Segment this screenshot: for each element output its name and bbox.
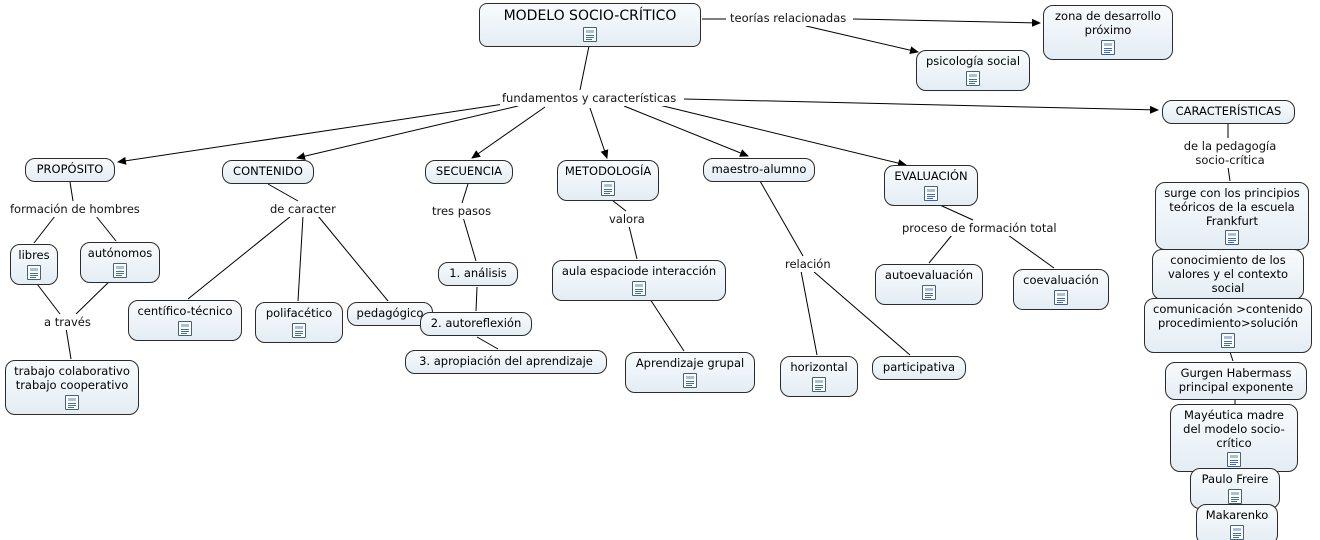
node-label: pedagógico xyxy=(356,306,424,320)
node-escuela-frankfurt[interactable]: surge con los principios teóricos de la … xyxy=(1155,182,1309,251)
resource-icon[interactable] xyxy=(1227,452,1241,468)
resource-icon[interactable] xyxy=(922,284,936,300)
node-aprendizaje-grupal[interactable]: Aprendizaje grupal xyxy=(625,352,755,393)
link-phrase-formacion-de-hombres[interactable]: formación de hombres xyxy=(8,202,142,217)
resource-icon[interactable] xyxy=(1225,230,1239,246)
node-label: centífico-técnico xyxy=(137,304,233,318)
node-proposito[interactable]: PROPÓSITO xyxy=(25,158,115,182)
node-libres[interactable]: libres xyxy=(10,244,58,285)
node-gurgen-habermass[interactable]: Gurgen Habermass principal exponente xyxy=(1165,362,1307,400)
resource-icon[interactable] xyxy=(65,394,79,410)
node-label: conocimiento de los valores y el context… xyxy=(1167,253,1289,295)
resource-icon[interactable] xyxy=(601,180,615,196)
link-phrase-valora[interactable]: valora xyxy=(607,212,647,227)
link-phrase-fundamentos-caracteristicas[interactable]: fundamentos y características xyxy=(500,91,679,106)
node-label: CARACTERÍSTICAS xyxy=(1175,104,1282,118)
node-label: SECUENCIA xyxy=(435,164,503,178)
node-label: PROPÓSITO xyxy=(36,162,104,176)
node-modelo-socio-critico[interactable]: MODELO SOCIO-CRÍTICO xyxy=(479,3,701,47)
node-horizontal[interactable]: horizontal xyxy=(780,356,858,397)
node-label: METODOLOGÍA xyxy=(564,164,652,178)
node-label: maestro-alumno xyxy=(711,162,807,176)
node-label: aula espaciode interacción xyxy=(561,264,717,278)
link-phrase-proceso-formacion-total[interactable]: proceso de formación total xyxy=(900,221,1059,236)
node-participativa[interactable]: participativa xyxy=(872,356,966,380)
node-label: libres xyxy=(18,248,50,262)
node-label: 3. apropiación del aprendizaje xyxy=(419,354,593,368)
node-label: CONTENIDO xyxy=(233,164,303,178)
node-label: surge con los principios teóricos de la … xyxy=(1164,186,1300,228)
node-label: zona de desarrollo próximo xyxy=(1055,9,1161,37)
resource-icon[interactable] xyxy=(178,320,192,336)
resource-icon[interactable] xyxy=(583,26,597,42)
link-phrase-de-la-pedagogia[interactable]: de la pedagogía socio-crítica xyxy=(1168,139,1292,168)
node-label: Paulo Freire xyxy=(1201,472,1269,486)
node-label: trabajo colaborativo trabajo cooperativo xyxy=(14,364,130,392)
resource-icon[interactable] xyxy=(1221,332,1235,348)
node-secuencia[interactable]: SECUENCIA xyxy=(425,160,513,184)
node-zona-desarrollo-proximo[interactable]: zona de desarrollo próximo xyxy=(1043,5,1173,60)
node-metodologia[interactable]: METODOLOGÍA xyxy=(557,160,659,201)
node-autonomos[interactable]: autónomos xyxy=(80,242,160,283)
node-trabajo-colaborativo[interactable]: trabajo colaborativo trabajo cooperativo xyxy=(5,360,139,415)
node-maestro-alumno[interactable]: maestro-alumno xyxy=(703,158,815,182)
node-pedagogico[interactable]: pedagógico xyxy=(347,302,433,326)
node-label: MODELO SOCIO-CRÍTICO xyxy=(503,8,677,24)
node-contenido[interactable]: CONTENIDO xyxy=(222,160,314,184)
link-phrase-tres-pasos[interactable]: tres pasos xyxy=(430,204,494,219)
resource-icon[interactable] xyxy=(1230,524,1244,540)
node-caracteristicas[interactable]: CARACTERÍSTICAS xyxy=(1162,100,1295,124)
resource-icon[interactable] xyxy=(683,372,697,388)
node-autoevaluacion[interactable]: autoevaluación xyxy=(875,264,983,305)
node-conocimiento-valores[interactable]: conocimiento de los valores y el context… xyxy=(1152,249,1304,301)
node-label: Mayéutica madre del modelo socio-crítico xyxy=(1183,408,1285,450)
node-label: comunicación >contenido procedimiento>so… xyxy=(1153,302,1303,330)
resource-icon[interactable] xyxy=(1101,39,1115,55)
node-coevaluacion[interactable]: coevaluación xyxy=(1013,269,1109,310)
link-phrase-a-traves[interactable]: a través xyxy=(42,315,93,330)
resource-icon[interactable] xyxy=(113,262,127,278)
node-cientifico-tecnico[interactable]: centífico-técnico xyxy=(128,300,242,341)
node-paulo-freire[interactable]: Paulo Freire xyxy=(1190,468,1280,509)
resource-icon[interactable] xyxy=(966,70,980,86)
resource-icon[interactable] xyxy=(812,376,826,392)
node-label: 2. autoreflexión xyxy=(430,316,522,330)
node-label: Makarenko xyxy=(1205,508,1269,522)
node-label: Aprendizaje grupal xyxy=(635,356,745,370)
resource-icon[interactable] xyxy=(1054,289,1068,305)
node-label: Gurgen Habermass principal exponente xyxy=(1178,366,1294,394)
link-phrase-teorias-relacionadas[interactable]: teorías relacionadas xyxy=(728,11,849,26)
resource-icon[interactable] xyxy=(1228,488,1242,504)
node-evaluacion[interactable]: EVALUACIÓN xyxy=(884,165,978,206)
node-label: 1. análisis xyxy=(449,266,507,280)
node-label: horizontal xyxy=(790,360,848,374)
node-comunicacion-contenido[interactable]: comunicación >contenido procedimiento>so… xyxy=(1144,298,1312,353)
node-mayeutica[interactable]: Mayéutica madre del modelo socio-crítico xyxy=(1170,404,1298,473)
node-label: participativa xyxy=(882,360,956,374)
resource-icon[interactable] xyxy=(292,322,306,338)
node-makarenko[interactable]: Makarenko xyxy=(1196,504,1278,540)
link-phrase-de-caracter[interactable]: de caracter xyxy=(268,202,338,217)
node-analisis[interactable]: 1. análisis xyxy=(438,262,518,286)
node-label: polifacético xyxy=(265,306,333,320)
resource-icon[interactable] xyxy=(27,264,41,280)
node-label: psicología social xyxy=(925,54,1021,68)
node-psicologia-social[interactable]: psicología social xyxy=(916,50,1030,91)
node-polifacetico[interactable]: polifacético xyxy=(255,302,343,343)
node-label: EVALUACIÓN xyxy=(894,169,968,183)
resource-icon[interactable] xyxy=(924,185,938,201)
node-label: autoevaluación xyxy=(884,268,974,282)
link-phrase-relacion[interactable]: relación xyxy=(783,257,833,272)
resource-icon[interactable] xyxy=(632,280,646,296)
node-label: autónomos xyxy=(87,246,153,260)
node-autoreflexion[interactable]: 2. autoreflexión xyxy=(420,312,532,336)
node-aula-espacio-interaccion[interactable]: aula espaciode interacción xyxy=(552,260,726,301)
node-label: coevaluación xyxy=(1023,273,1099,287)
node-apropiacion-aprendizaje[interactable]: 3. apropiación del aprendizaje xyxy=(405,350,607,374)
